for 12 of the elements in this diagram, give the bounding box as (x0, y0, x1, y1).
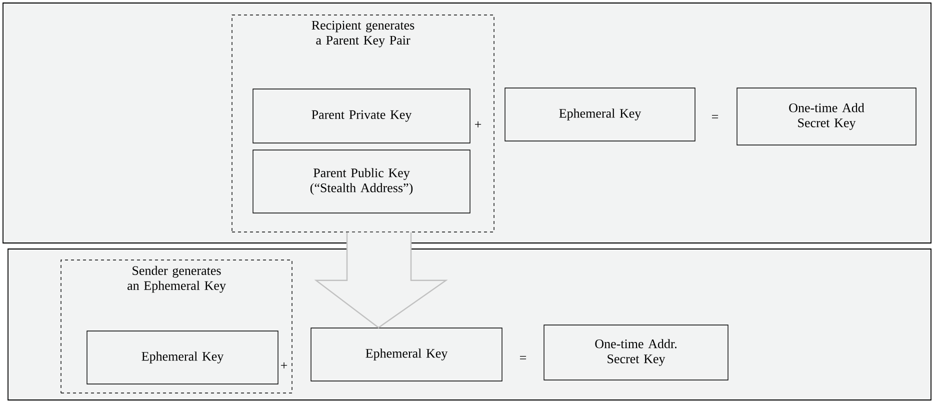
operator-sign: + (474, 121, 482, 128)
key-box: Ephemeral Key (504, 88, 696, 142)
key-box: One-time Addr. Secret Key (544, 324, 728, 380)
block-arrow (314, 232, 448, 328)
key-box: Ephemeral Key (310, 328, 502, 382)
operator-sign: + (280, 362, 288, 368)
key-box: One-time Add Secret Key (736, 88, 916, 146)
key-box: Parent Private Key (252, 88, 470, 144)
key-box: Ephemeral Key (86, 330, 278, 384)
operator-sign: = (520, 356, 526, 360)
operator-sign: = (712, 115, 718, 118)
key-box: Parent Public Key (“Stealth Address”) (252, 150, 470, 214)
